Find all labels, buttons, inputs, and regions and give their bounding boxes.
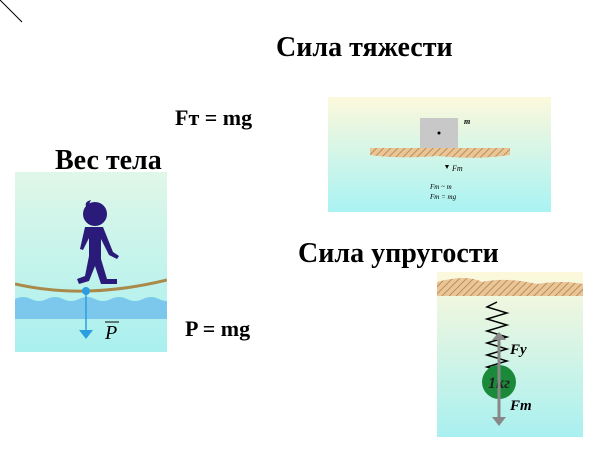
weight-picture: P: [15, 172, 167, 352]
formula-line-1: Fт ~ m: [429, 183, 452, 191]
elastic-title: Сила упругости: [298, 238, 499, 269]
weight-title: Вес тела: [55, 145, 162, 176]
corner-line: [0, 0, 23, 23]
force-label: Fт: [451, 164, 463, 173]
gravity-formula: Fт = mg: [175, 105, 253, 130]
gravity-force-label: Fт: [509, 398, 532, 414]
gravity-title: Сила тяжести: [276, 32, 453, 63]
person-silhouette: [77, 200, 119, 284]
gravity-picture: m Fт Fт ~ m Fт = mg: [328, 97, 551, 212]
elastic-force-label: Fу: [509, 342, 527, 358]
formula-line-2: Fт = mg: [429, 193, 457, 201]
elastic-picture: 1кг Fу Fт: [437, 272, 583, 437]
weight-formula: P = mg: [185, 316, 251, 341]
weight-force-label: P: [104, 322, 117, 344]
mass-label: m: [464, 117, 470, 126]
